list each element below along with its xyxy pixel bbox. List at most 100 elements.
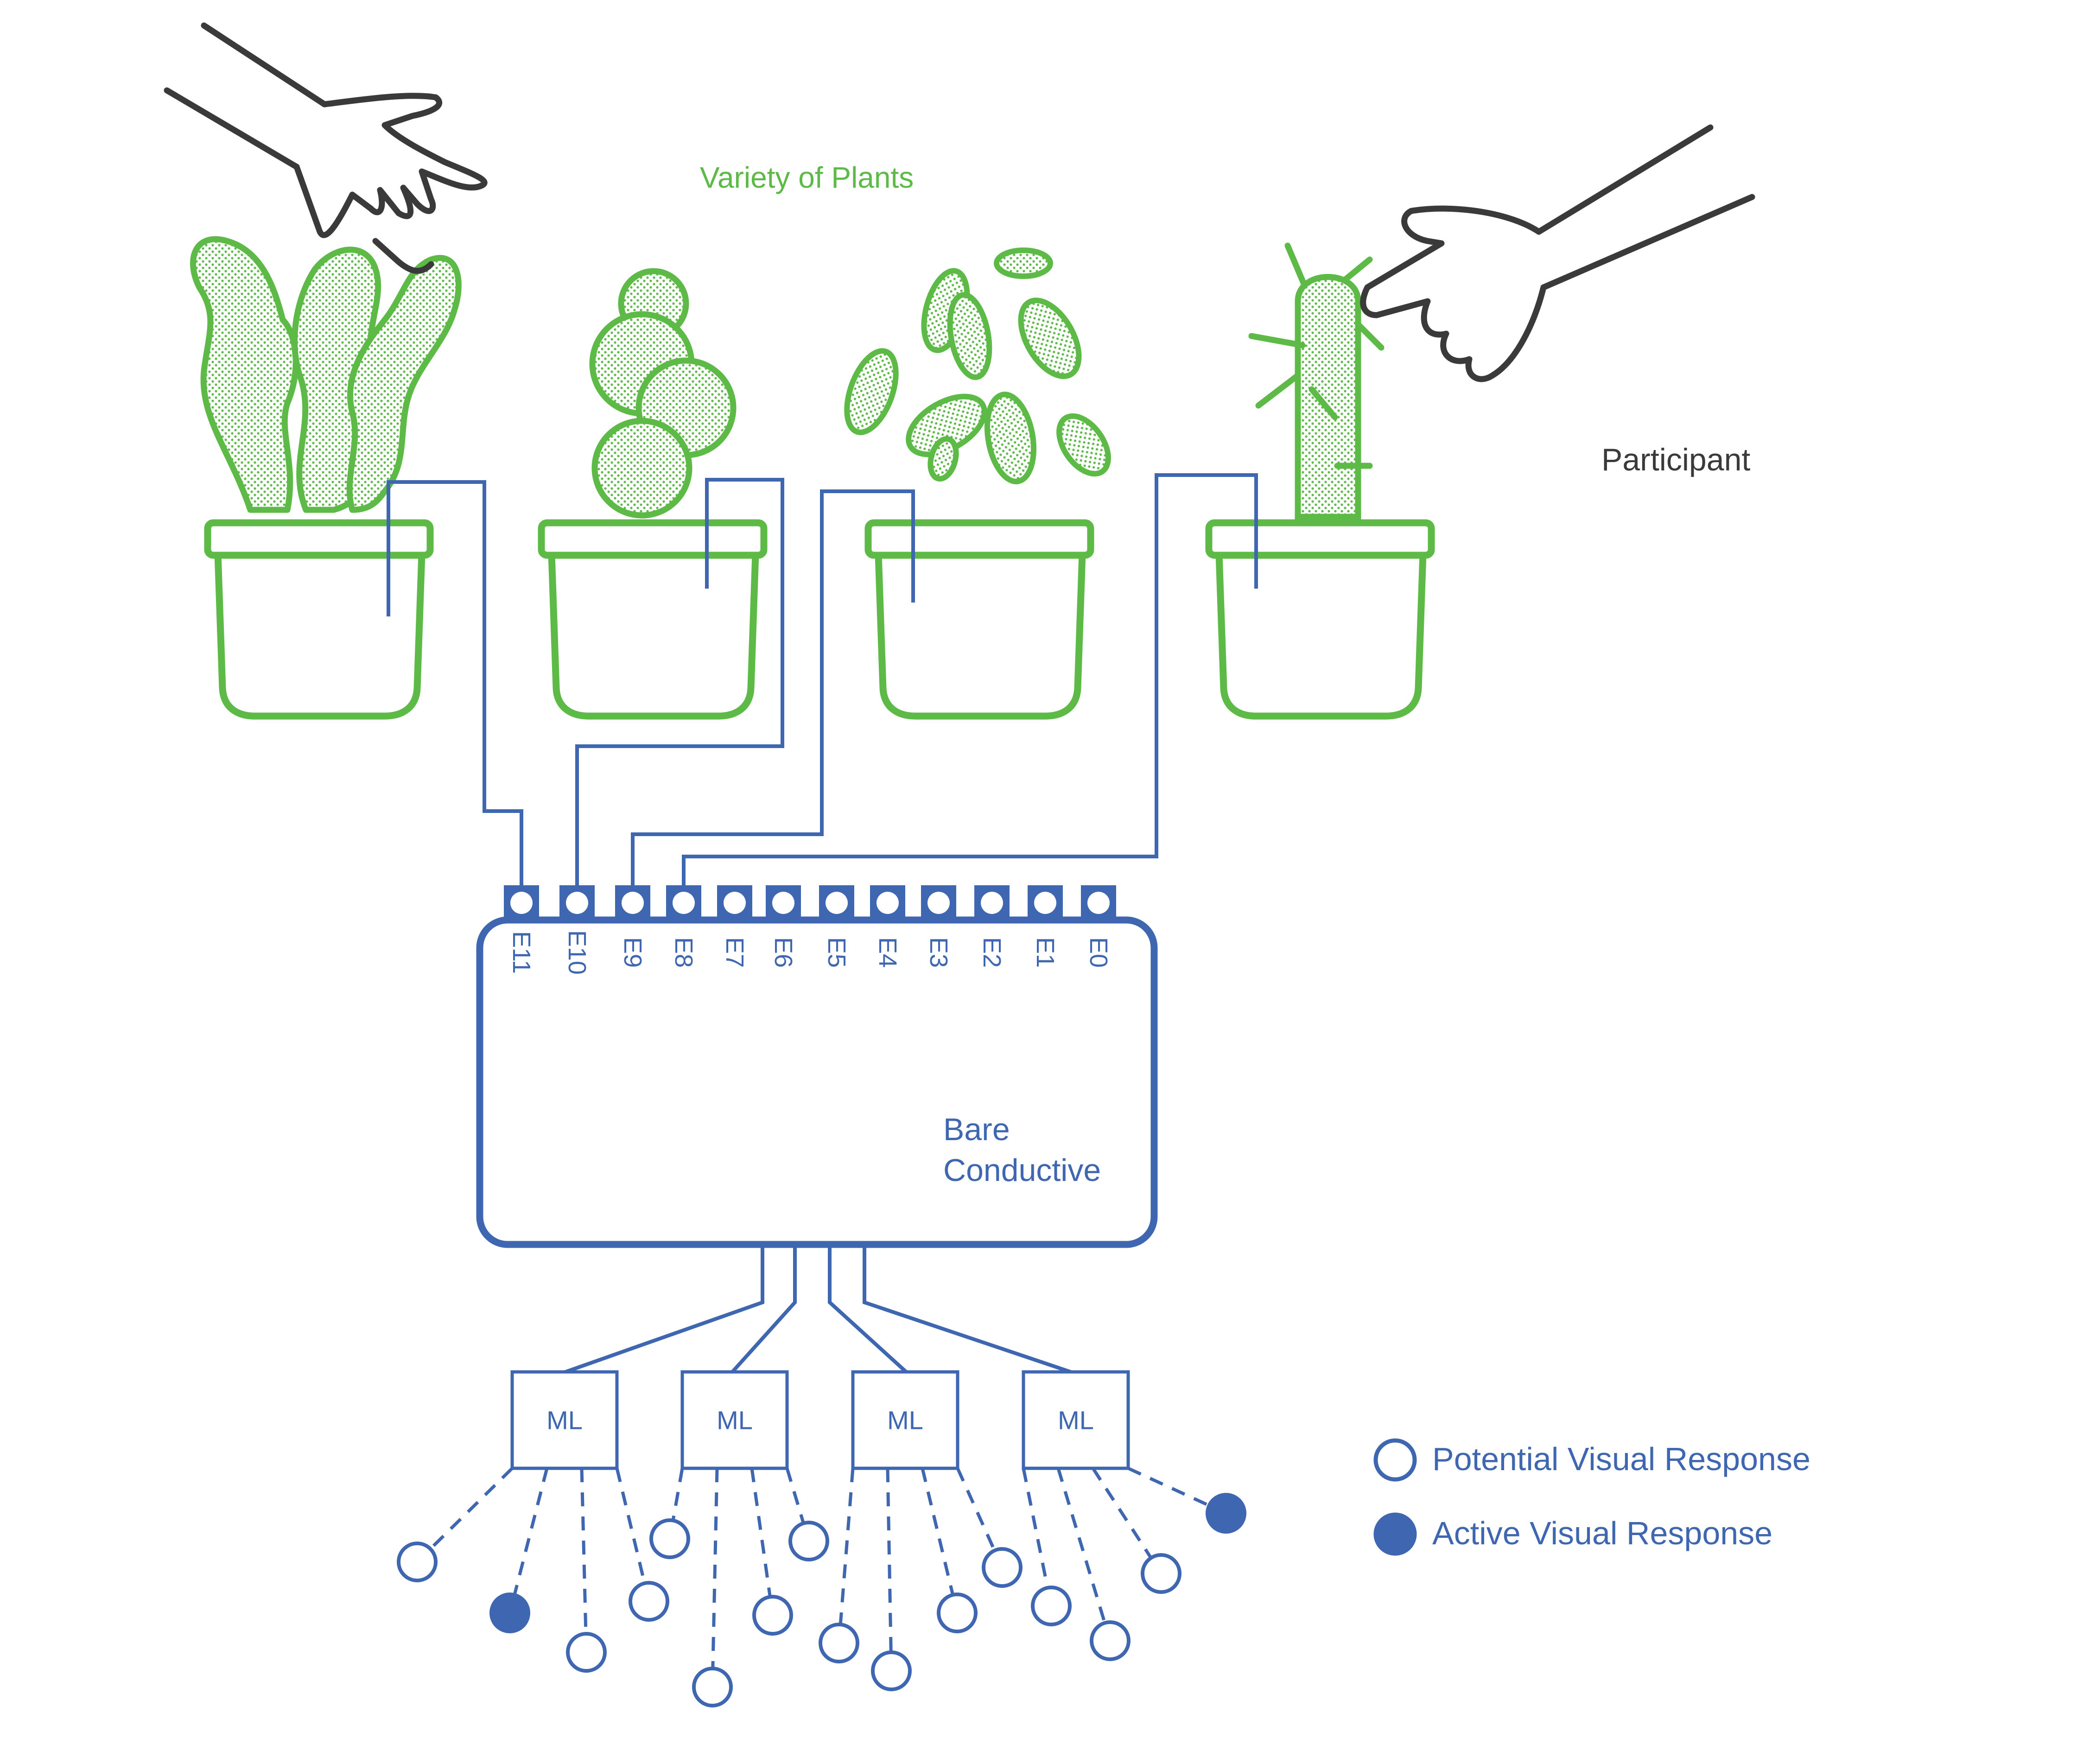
pin-label: E3 (925, 937, 953, 968)
ml-unit-3: ML (819, 1370, 1023, 1691)
board-pin-e5: E5 (819, 885, 854, 968)
potential-visual-response (871, 1650, 912, 1691)
potential-visual-response (566, 1632, 607, 1673)
potential-visual-response (1031, 1586, 1072, 1626)
title-label: Variety of Plants (700, 161, 914, 194)
output-connector (429, 1467, 514, 1550)
plant-3-oval-leaves (844, 247, 1111, 484)
pin-hole (981, 892, 1003, 914)
active-visual-response (489, 1593, 530, 1633)
active-visual-response (1206, 1493, 1246, 1534)
potential-visual-response (692, 1667, 733, 1707)
ml-unit-4: ML (1022, 1370, 1246, 1661)
output-connector (711, 1468, 719, 1669)
board-pin-e3: E3 (921, 885, 956, 968)
legend-active-marker (1373, 1512, 1417, 1556)
ml-box (680, 1370, 789, 1470)
pot-4 (1205, 519, 1435, 720)
potential-visual-response (629, 1581, 669, 1622)
output-connector (921, 1468, 955, 1595)
legend-potential-label: Potential Visual Response (1432, 1441, 1810, 1477)
pin-hole (673, 892, 695, 914)
pin-label: E6 (769, 937, 797, 968)
output-connector (615, 1468, 647, 1584)
pin-label: E4 (874, 937, 902, 968)
potential-visual-response (1141, 1553, 1181, 1594)
plant-1-leaves (190, 236, 462, 513)
output-connector (785, 1467, 805, 1524)
board-pin-e8: E8 (666, 885, 701, 968)
ml-box (1022, 1370, 1130, 1470)
pin-label: E2 (978, 937, 1006, 968)
pin-hole (826, 892, 848, 914)
potential-visual-response (937, 1593, 978, 1633)
participant-label: Participant (1601, 442, 1750, 477)
pot-1 (204, 519, 434, 720)
pin-hole (1034, 892, 1056, 914)
potential-visual-response (752, 1595, 793, 1636)
ml-label: ML (1058, 1406, 1094, 1435)
pin-hole (877, 892, 899, 914)
board-pin-e1: E1 (1028, 885, 1063, 968)
ml-label: ML (717, 1406, 753, 1435)
board-label-line2: Conductive (943, 1153, 1101, 1188)
board-pin-e2: E2 (974, 885, 1010, 968)
pot-2 (538, 519, 768, 720)
output-connector (1127, 1466, 1210, 1507)
hand-right-icon (1360, 124, 1755, 382)
pin-hole (622, 892, 644, 914)
board-pin-e9: E9 (615, 885, 650, 968)
pin-label: E0 (1085, 937, 1112, 968)
legend: Potential Visual Response Active Visual … (1373, 1438, 1810, 1556)
potential-visual-response (982, 1547, 1023, 1588)
output-connector (580, 1468, 588, 1634)
ml-box (851, 1370, 959, 1470)
legend-active-label: Active Visual Response (1432, 1515, 1772, 1551)
hand-left-icon (164, 22, 488, 274)
board-label-line1: Bare (943, 1112, 1010, 1147)
plant-2-round-leaves (589, 268, 737, 519)
output-connector (956, 1467, 996, 1551)
output-connector (1092, 1467, 1153, 1559)
output-connector (1022, 1468, 1049, 1588)
output-connector (513, 1468, 549, 1596)
potential-visual-response (819, 1623, 859, 1663)
output-connector (886, 1468, 893, 1653)
pot-3 (864, 519, 1094, 720)
ml-label: ML (887, 1406, 923, 1435)
potential-visual-response (397, 1542, 438, 1582)
output-connector (838, 1468, 855, 1625)
output-connector (750, 1468, 772, 1597)
pin-hole (566, 892, 588, 914)
ml-label: ML (546, 1406, 583, 1435)
potential-visual-response (788, 1521, 829, 1561)
legend-potential-marker (1373, 1438, 1417, 1482)
pin-label: E1 (1031, 937, 1059, 968)
board-to-ml-wires (565, 1247, 1072, 1374)
pin-label: E11 (508, 931, 535, 974)
board-pin-e11: E11 (504, 885, 539, 974)
plant-4-cactus (1248, 242, 1385, 520)
output-connector (1056, 1467, 1106, 1624)
pin-hole (724, 892, 746, 914)
board-pin-e4: E4 (870, 885, 905, 968)
pin-hole (510, 892, 533, 914)
ml-unit-2: ML (649, 1370, 829, 1707)
board-pin-e6: E6 (766, 885, 801, 968)
pin-label: E7 (721, 937, 749, 968)
pin-label: E5 (823, 937, 851, 968)
board-pin-e10: E10 (559, 885, 595, 975)
potential-visual-response (1090, 1620, 1131, 1661)
ml-unit-1: ML (397, 1370, 669, 1673)
output-connector (671, 1468, 684, 1521)
sensor-wires (387, 473, 1258, 895)
potential-visual-response (649, 1518, 690, 1559)
ml-units: ML ML ML ML (397, 1370, 1246, 1707)
board-pin-e0: E0 (1081, 885, 1116, 968)
pin-hole (1087, 892, 1110, 914)
pin-hole (927, 892, 950, 914)
pin-label: E9 (619, 937, 647, 968)
bare-conductive-board: Bare Conductive (476, 916, 1158, 1248)
